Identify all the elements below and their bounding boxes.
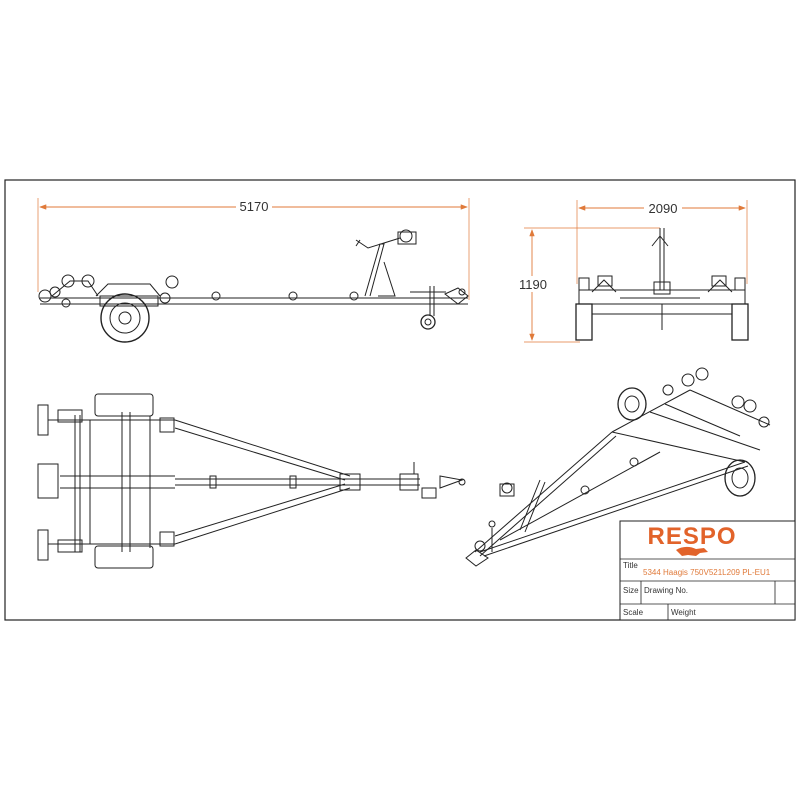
sheet-border: [4, 179, 796, 621]
scale-label: Scale: [623, 608, 644, 617]
iso-wheel-rear: [617, 387, 647, 421]
size-label: Size: [623, 586, 639, 595]
title-value: 5344 Haagis 750V521L209 PL-EU1: [643, 568, 771, 577]
top-view: [37, 393, 466, 569]
iso-view: [465, 367, 771, 567]
title-block: RESPO Title 5344 Haagis 750V521L209 PL-E…: [619, 520, 796, 621]
rear-wheel-left: [575, 303, 593, 341]
weight-label: Weight: [671, 608, 697, 617]
title-label: Title: [623, 561, 638, 570]
side-view: [37, 198, 470, 343]
brand-logo: RESPO: [647, 523, 736, 550]
side-wheel: [100, 293, 150, 343]
length-dimension-label: 5170: [240, 199, 269, 214]
brand-horse-icon: [676, 546, 708, 556]
width-dimension-label: 2090: [649, 201, 678, 216]
rear-wheel-right: [731, 303, 749, 341]
drawing-no-label: Drawing No.: [644, 586, 688, 595]
rear-view: [524, 200, 749, 343]
height-dimension-label: 1190: [519, 277, 547, 292]
iso-wheel-front: [724, 459, 756, 497]
